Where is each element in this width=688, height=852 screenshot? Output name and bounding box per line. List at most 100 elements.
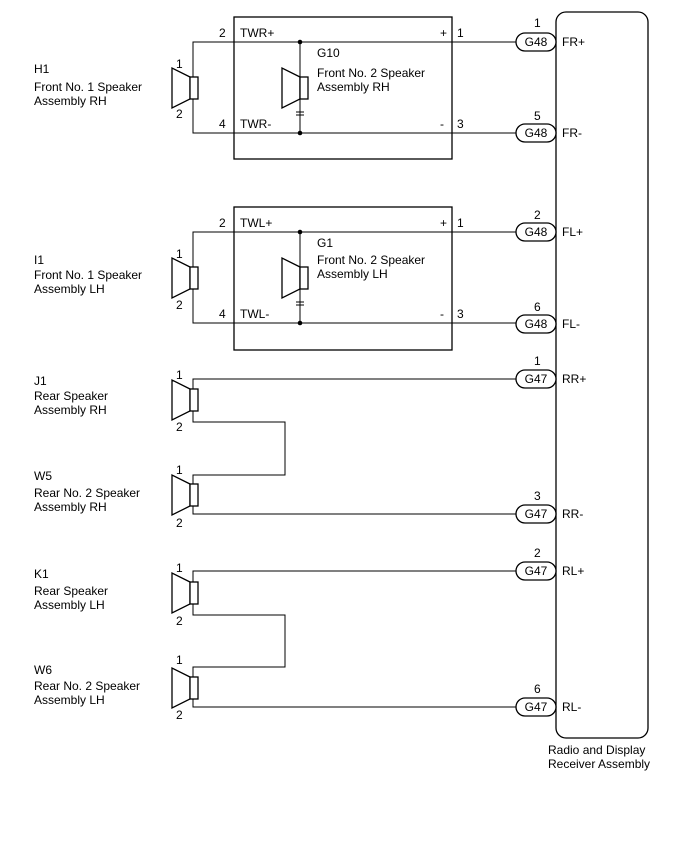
speaker-k1-pin-bottom: 2 <box>176 614 183 628</box>
tweeter-g1-pin-minus-num: 4 <box>219 307 226 321</box>
tweeter-g10-box <box>233 16 453 160</box>
junction-dot <box>297 39 303 45</box>
rear-speaker-k1: K1 Rear Speaker Assembly LH 1 2 <box>34 561 199 628</box>
connector-badge <box>515 697 557 717</box>
tweeter-g1-minus-sign: - <box>440 307 444 321</box>
speaker-j1-pin-top: 1 <box>176 368 183 382</box>
speaker-j1-name-line1: Rear Speaker <box>34 389 108 403</box>
speaker-i1-name-line1: Front No. 1 Speaker <box>34 268 142 282</box>
tweeter-g1-code: G1 <box>317 236 333 250</box>
rear-speaker-group-lh: K1 Rear Speaker Assembly LH 1 2 W6 Rear … <box>34 561 516 722</box>
receiver-terminal-label: RR- <box>562 507 583 521</box>
speaker-j1-icon <box>171 379 199 421</box>
receiver-name-line1: Radio and Display <box>548 743 645 757</box>
receiver-terminal-label: FL- <box>562 317 580 331</box>
connector-pin-number: 6 <box>534 682 541 696</box>
speaker-w6-pin-top: 1 <box>176 653 183 667</box>
connector-code: G48 <box>525 126 548 140</box>
speaker-k1-icon <box>171 572 199 614</box>
tweeter-g1-pin-plus: TWL+ <box>240 216 272 230</box>
connector-pin-number: 6 <box>534 300 541 314</box>
connector-code: G47 <box>525 700 548 714</box>
tweeter-g10-pin-plus: TWR+ <box>240 26 274 40</box>
speaker-j1-code: J1 <box>34 374 47 388</box>
connector-code: G48 <box>525 35 548 49</box>
rear-speaker-j1: J1 Rear Speaker Assembly RH 1 2 <box>34 368 199 434</box>
rear-speaker-w5: W5 Rear No. 2 Speaker Assembly RH 1 2 <box>34 463 199 530</box>
speaker-g1-icon <box>281 257 309 299</box>
receiver-terminal-label: FR+ <box>562 35 585 49</box>
speaker-w6-icon <box>171 667 199 709</box>
connector-fr-minus: 5 G48 FR- <box>515 109 582 143</box>
wire-rr-series <box>192 411 286 484</box>
connector-pin-number: 1 <box>534 16 541 30</box>
speaker-g10-icon <box>281 67 309 109</box>
connector-pin-number: 3 <box>534 489 541 503</box>
speaker-k1-pin-top: 1 <box>176 561 183 575</box>
connector-badge <box>515 369 557 389</box>
speaker-w6-code: W6 <box>34 663 52 677</box>
speaker-i1-icon <box>171 257 199 299</box>
receiver-terminal-label: RL- <box>562 700 581 714</box>
tweeter-g10-out-minus-num: 3 <box>457 117 464 131</box>
speaker-w5-pin-bottom: 2 <box>176 516 183 530</box>
speaker-i1-code: I1 <box>34 253 44 267</box>
wire-rl-series <box>192 604 286 677</box>
connector-code: G48 <box>525 225 548 239</box>
connector-badge <box>515 504 557 524</box>
speaker-w5-pin-top: 1 <box>176 463 183 477</box>
connector-pin-number: 1 <box>534 354 541 368</box>
connector-rr-minus: 3 G47 RR- <box>515 489 583 524</box>
speaker-j1-name-line2: Assembly RH <box>34 403 107 417</box>
connector-badge <box>515 222 557 242</box>
connector-pin-number: 5 <box>534 109 541 123</box>
tweeter-g1-out-plus-num: 1 <box>457 216 464 230</box>
speaker-w5-name-line1: Rear No. 2 Speaker <box>34 486 140 500</box>
speaker-i1-pin-bottom: 2 <box>176 298 183 312</box>
tweeter-g10-pin-minus-num: 4 <box>219 117 226 131</box>
connector-badge <box>515 561 557 581</box>
connector-badge <box>515 314 557 334</box>
speaker-j1-pin-bottom: 2 <box>176 420 183 434</box>
speaker-i1-pin-top: 1 <box>176 247 183 261</box>
tweeter-g1-out-minus-num: 3 <box>457 307 464 321</box>
wire-fl-plus <box>192 231 516 267</box>
speaker-h1-pin-top: 1 <box>176 57 183 71</box>
front-speaker-i1: I1 Front No. 1 Speaker Assembly LH 1 2 <box>34 247 199 312</box>
connector-pin-number: 2 <box>534 208 541 222</box>
speaker-w6-name-line2: Assembly LH <box>34 693 105 707</box>
tweeter-g1-pin-minus: TWL- <box>240 307 269 321</box>
wire-rr-minus <box>192 506 516 515</box>
connector-code: G48 <box>525 317 548 331</box>
speaker-w5-icon <box>171 474 199 516</box>
speaker-w5-name-line2: Assembly RH <box>34 500 107 514</box>
speaker-w6-name-line1: Rear No. 2 Speaker <box>34 679 140 693</box>
connector-fl-minus: 6 G48 FL- <box>515 300 580 334</box>
tweeter-g10-plus-sign: + <box>440 26 447 40</box>
speaker-h1-pin-bottom: 2 <box>176 107 183 121</box>
speaker-w6-pin-bottom: 2 <box>176 708 183 722</box>
connector-badge <box>515 32 557 52</box>
tweeter-g1-name-line1: Front No. 2 Speaker <box>317 253 425 267</box>
wire-rl-minus <box>192 699 516 708</box>
rear-speaker-w6: W6 Rear No. 2 Speaker Assembly LH 1 2 <box>34 653 199 722</box>
wire-fl-minus <box>192 289 516 324</box>
speaker-k1-code: K1 <box>34 567 49 581</box>
tweeter-g1-name-line2: Assembly LH <box>317 267 388 281</box>
tweeter-g10-name-line2: Assembly RH <box>317 80 390 94</box>
wire-fr-minus <box>192 99 516 134</box>
connector-rr-plus: 1 G47 RR+ <box>515 354 586 389</box>
speaker-k1-name-line1: Rear Speaker <box>34 584 108 598</box>
receiver-terminal-label: FL+ <box>562 225 583 239</box>
wire-fr-plus <box>192 41 516 77</box>
tweeter-g1-pin-plus-num: 2 <box>219 216 226 230</box>
connector-fl-plus: 2 G48 FL+ <box>515 208 583 242</box>
tweeter-g10-code: G10 <box>317 46 340 60</box>
tweeter-g1-box <box>233 206 453 351</box>
front-speaker-group-rh: H1 Front No. 1 Speaker Assembly RH 1 2 G… <box>34 16 516 160</box>
connector-code: G47 <box>525 372 548 386</box>
receiver-terminal-label: FR- <box>562 126 582 140</box>
tweeter-g10-name-line1: Front No. 2 Speaker <box>317 66 425 80</box>
speaker-h1-code: H1 <box>34 62 50 76</box>
